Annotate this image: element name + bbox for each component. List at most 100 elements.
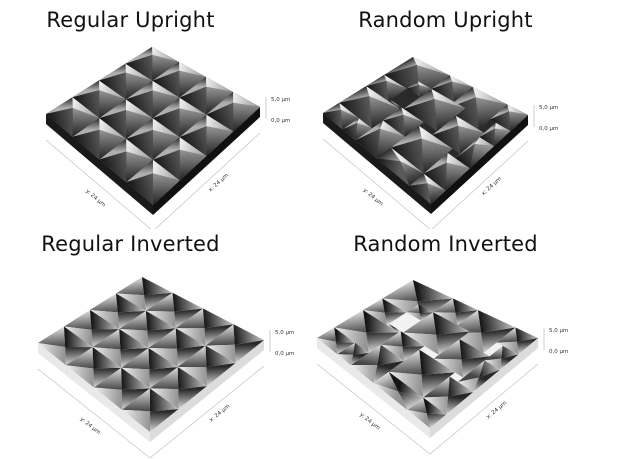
pyramid-face xyxy=(446,152,470,169)
base-wall-left xyxy=(323,113,431,214)
pyramid-face xyxy=(206,86,233,115)
pyramid-face xyxy=(419,84,432,97)
pyramid-face xyxy=(355,120,384,141)
pyramid-face xyxy=(423,162,447,191)
pyramid-face xyxy=(205,345,236,367)
pyramid-face xyxy=(446,392,474,415)
z-tick-top: 5,0 µm xyxy=(539,105,558,111)
pyramid-face xyxy=(403,312,437,335)
pyramid-face xyxy=(444,97,479,130)
pyramid-face xyxy=(92,347,122,369)
pyramid-face xyxy=(377,158,410,186)
pyramid-face xyxy=(382,280,418,302)
pyramid-face xyxy=(406,81,420,89)
pyramid-face xyxy=(317,327,336,342)
pyramid-face xyxy=(66,347,94,369)
pyramid-face xyxy=(152,129,180,160)
x-axis-label: x: 24 µm xyxy=(208,173,230,194)
pyramid-face xyxy=(142,277,173,296)
pyramid-face xyxy=(461,356,490,378)
pyramid-face xyxy=(152,62,180,81)
pyramid-face xyxy=(206,77,233,92)
pyramid-face xyxy=(125,54,153,81)
pyramid-face xyxy=(148,348,178,370)
pyramid-face xyxy=(355,128,381,159)
pyramid-face xyxy=(340,109,359,130)
pyramid-face xyxy=(386,323,394,329)
pyramid-face xyxy=(125,72,153,100)
pyramid-face xyxy=(388,349,422,375)
pyramid-face xyxy=(125,90,153,119)
pyramid-face xyxy=(382,298,407,313)
pyramid-face xyxy=(427,183,446,204)
z-tick-bottom: 0,0 µm xyxy=(549,349,568,355)
z-tick-bottom: 0,0 µm xyxy=(271,118,290,124)
panel-title: Random Inverted xyxy=(353,232,538,256)
pyramid-face xyxy=(353,342,369,355)
pyramid-face xyxy=(152,90,180,119)
pyramid-face xyxy=(72,118,100,137)
pyramid-face xyxy=(363,310,399,333)
pyramid-face xyxy=(152,108,180,138)
pyramid-face xyxy=(433,358,464,378)
pyramid-face xyxy=(407,410,430,428)
pyramid-face xyxy=(126,151,153,183)
pyramid-face xyxy=(64,310,92,330)
pyramid-face xyxy=(401,107,424,123)
pyramid-face xyxy=(152,118,180,138)
pyramid-face xyxy=(384,57,417,75)
pyramid-face xyxy=(152,97,180,119)
pyramid-face xyxy=(478,360,501,378)
pyramid-face xyxy=(317,338,338,355)
pyramid-face xyxy=(64,326,93,348)
pyramid-face xyxy=(126,159,153,183)
pyramid-face xyxy=(384,312,407,326)
pyramid-face xyxy=(517,338,538,355)
pyramid-face xyxy=(366,86,400,109)
pyramid-face xyxy=(121,367,150,390)
pyramid-face xyxy=(38,326,66,348)
pyramid-face xyxy=(125,99,153,119)
pyramid-face xyxy=(431,81,455,102)
pyramid-face xyxy=(152,137,180,160)
pyramid-face xyxy=(206,92,234,115)
pyramid-face xyxy=(90,293,118,313)
pyramid-face xyxy=(386,325,399,333)
pyramid-face xyxy=(179,108,207,138)
base-wall-right xyxy=(431,115,528,214)
y-axis-label: y: 24 µm xyxy=(84,188,106,208)
pyramid-face xyxy=(66,365,94,388)
pyramid-face xyxy=(90,310,120,330)
pyramid-face xyxy=(99,118,127,139)
pyramid-face xyxy=(426,413,447,428)
pyramid-face xyxy=(383,114,406,137)
pyramid-face xyxy=(484,358,502,370)
pyramid-face xyxy=(119,310,148,331)
pyramid-face xyxy=(122,388,151,412)
pyramid-face xyxy=(206,102,234,132)
pyramid-face xyxy=(99,63,126,81)
pyramid-face xyxy=(125,63,153,81)
pyramid-face xyxy=(431,75,453,89)
pyramid-face xyxy=(458,125,485,155)
pyramid-face xyxy=(121,388,150,410)
base-wall-left xyxy=(46,114,153,215)
surface-plot: y: 24 µmx: 24 µm5,0 µm0,0 µm xyxy=(316,280,568,455)
pyramid-face xyxy=(490,111,511,132)
pyramid-face xyxy=(423,152,448,174)
pyramid-face xyxy=(126,118,153,139)
pyramid-face xyxy=(152,159,180,181)
pyramid-face xyxy=(350,344,381,366)
pyramid-face xyxy=(144,292,173,311)
pyramid-face xyxy=(403,88,435,109)
pyramid-face xyxy=(357,118,372,129)
pyramid-face xyxy=(355,122,372,141)
pyramid-face xyxy=(145,310,176,331)
pyramid-face xyxy=(419,349,455,375)
pyramid-face xyxy=(72,129,100,160)
pyramid-face xyxy=(46,97,73,114)
pyramid-face xyxy=(363,298,385,313)
pyramid-face xyxy=(496,341,519,355)
pyramid-face xyxy=(206,363,236,386)
